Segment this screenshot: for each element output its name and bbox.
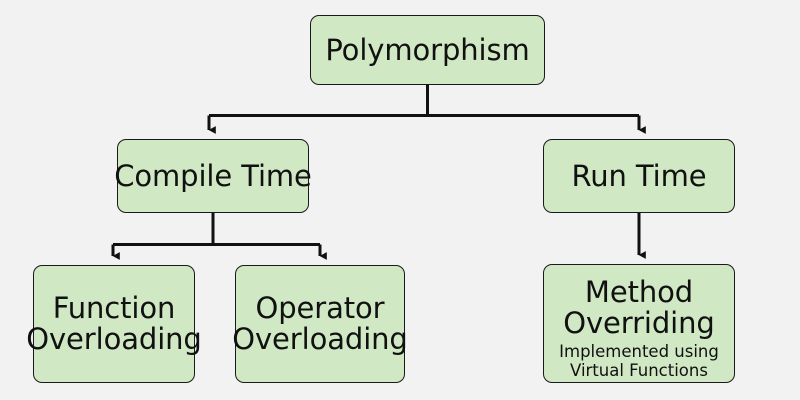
node-polymorphism[interactable]: Polymorphism	[310, 15, 545, 85]
node-run-time[interactable]: Run Time	[543, 139, 735, 213]
node-method-overriding-label-line1: Method	[584, 275, 694, 309]
node-compile-time-label: Compile Time	[114, 158, 312, 193]
edge-compiletime-to-level2	[111, 213, 327, 260]
node-operator-overloading-label-line2: Overloading	[232, 322, 408, 356]
node-function-overloading[interactable]: Function Overloading	[26, 265, 202, 383]
node-method-overriding-label-line2: Overriding	[563, 305, 715, 340]
edge-root-to-level1	[207, 85, 646, 134]
node-operator-overloading-label-line1: Operator	[255, 291, 385, 326]
node-method-overriding-subtitle-line2: Virtual Functions	[570, 361, 708, 381]
node-operator-overloading[interactable]: Operator Overloading	[232, 265, 408, 383]
node-method-overriding-subtitle-line1: Implemented using	[559, 342, 719, 362]
node-method-overriding[interactable]: Method Overriding Implemented using Virt…	[543, 264, 735, 383]
node-function-overloading-label-line1: Function	[52, 291, 176, 326]
node-function-overloading-label-line2: Overloading	[26, 322, 202, 356]
node-run-time-label: Run Time	[571, 158, 707, 193]
node-polymorphism-label: Polymorphism	[325, 32, 530, 67]
node-compile-time[interactable]: Compile Time	[114, 139, 312, 213]
